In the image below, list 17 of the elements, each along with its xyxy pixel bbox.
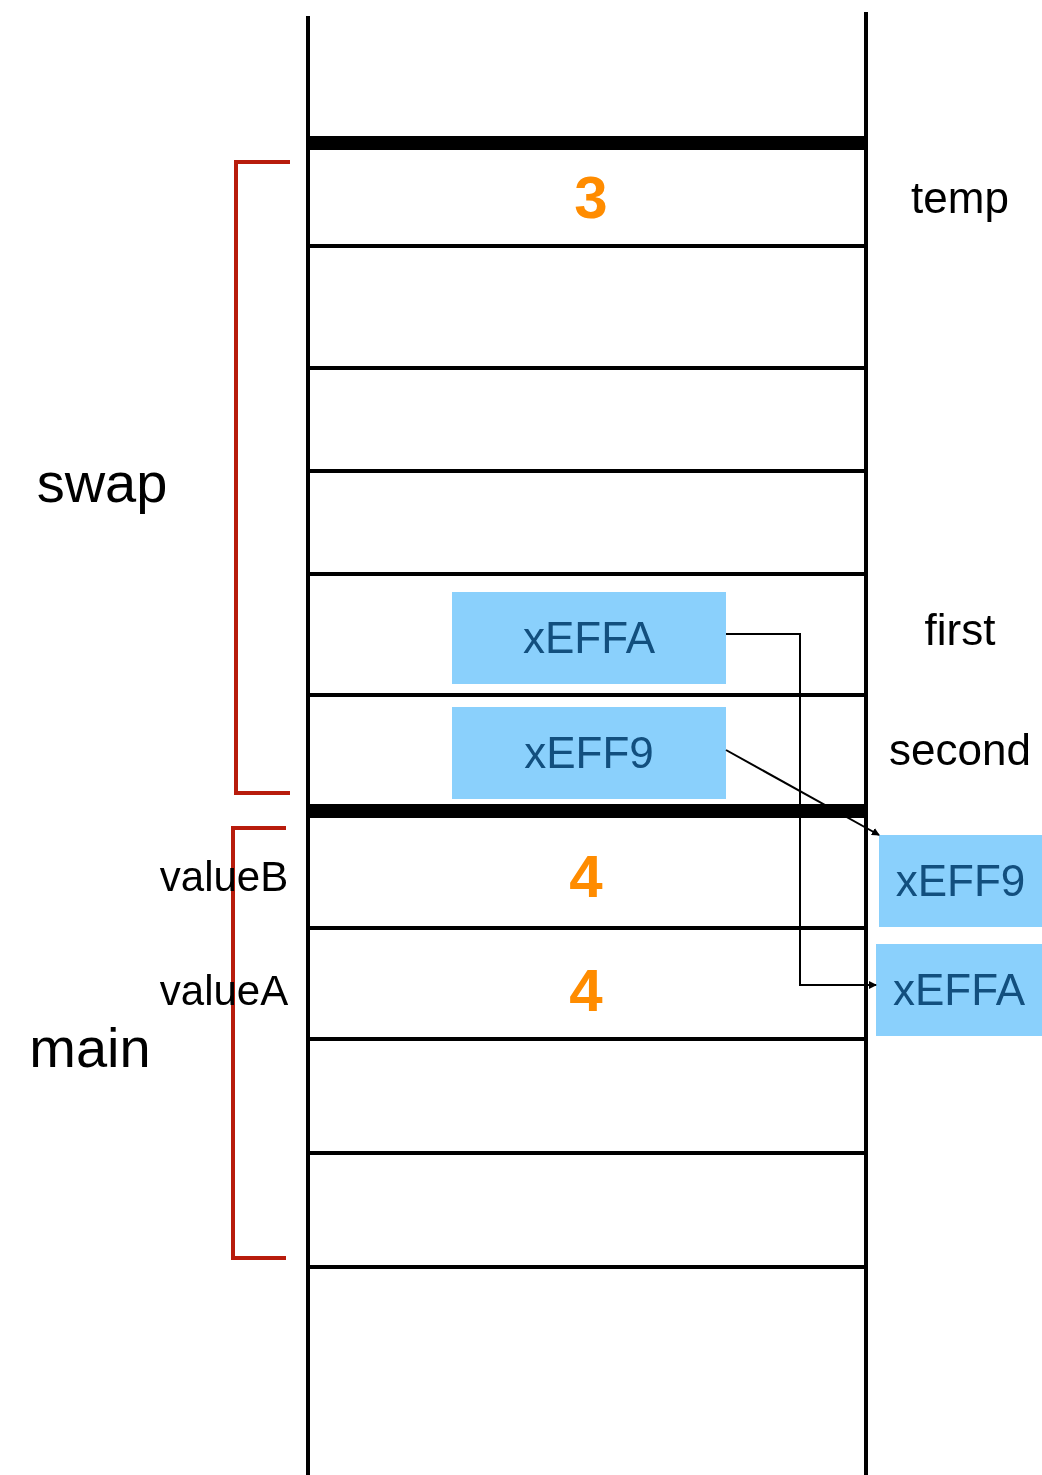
frame-label: main <box>29 1020 151 1076</box>
variable-name: first <box>924 608 996 652</box>
address-text: xEFFA <box>523 616 655 660</box>
variable-name: temp <box>911 176 1009 220</box>
value-text: 4 <box>569 961 603 1021</box>
arrow <box>725 749 880 836</box>
address-box <box>452 592 726 684</box>
arrow <box>725 633 877 989</box>
value-text: 4 <box>569 847 603 907</box>
address-text: xEFF9 <box>895 859 1026 903</box>
address-text: xEFFA <box>893 968 1025 1012</box>
address-box <box>452 707 726 799</box>
address-box <box>879 835 1042 927</box>
address-text: xEFF9 <box>524 731 654 775</box>
value-text: 3 <box>574 168 608 228</box>
address-box <box>876 944 1042 1036</box>
variable-name: second <box>889 728 1031 772</box>
